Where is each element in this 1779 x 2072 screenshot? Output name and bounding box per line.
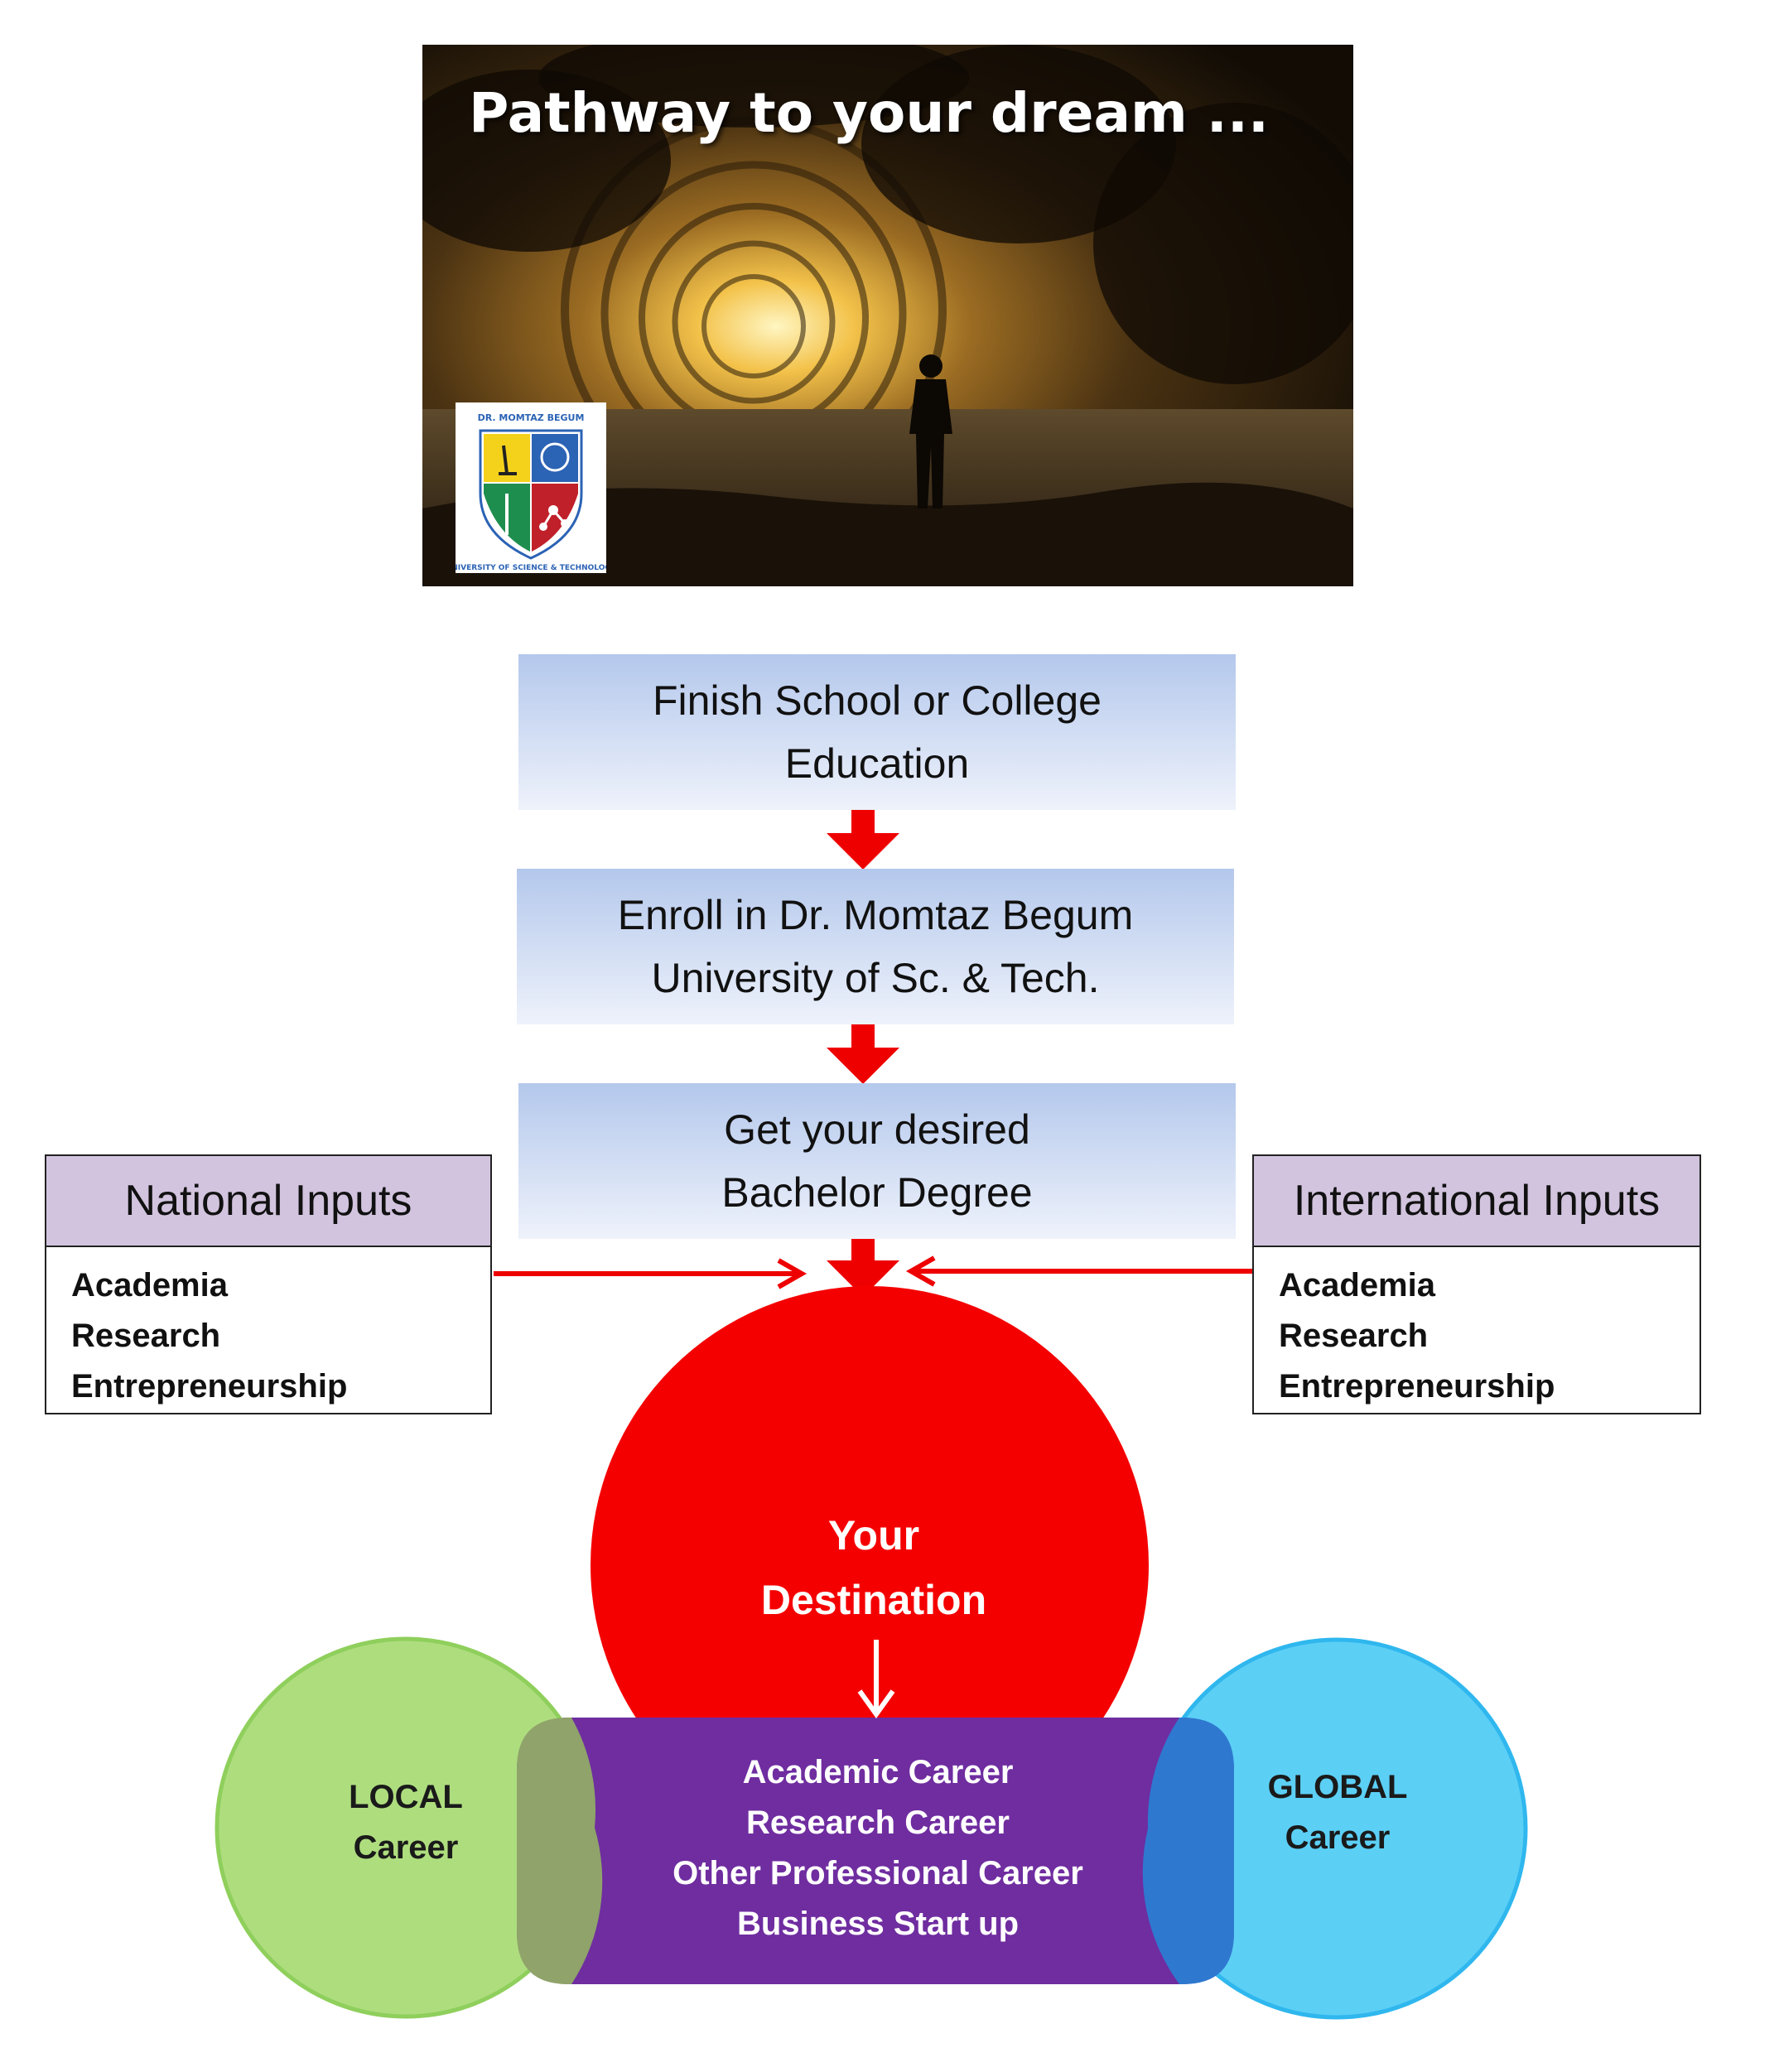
step-bachelor-degree: Get your desired Bachelor Degree (518, 1083, 1236, 1239)
list-item: Entrepreneurship (71, 1368, 348, 1405)
local-overlap (517, 1718, 603, 1984)
list-item: Academia (71, 1267, 228, 1303)
svg-text:UNIVERSITY OF SCIENCE & TECHNO: UNIVERSITY OF SCIENCE & TECHNOLOGY (456, 564, 606, 572)
destination-circle (591, 1286, 1149, 1844)
list-item: Entrepreneurship (1279, 1368, 1555, 1405)
step-2-line-2: University of Sc. & Tech. (651, 955, 1100, 1001)
global-line-1: GLOBAL (1267, 1769, 1408, 1805)
hero-image: Pathway to your dream ... DR. MOMTAZ BEG… (422, 45, 1353, 586)
local-career-label: LOCAL Career (315, 1772, 497, 1873)
hero-title: Pathway to your dream ... (469, 81, 1269, 145)
step-enroll: Enroll in Dr. Momtaz Begum University of… (517, 869, 1234, 1024)
national-input-arrow (494, 1258, 808, 1289)
atom-icon (532, 434, 578, 482)
international-inputs-title: International Inputs (1254, 1156, 1699, 1247)
step-finish-school: Finish School or College Education (518, 654, 1236, 810)
tunnel-scene-illustration (422, 45, 1353, 586)
global-career-label: GLOBAL Career (1242, 1762, 1433, 1863)
international-input-arrow (905, 1255, 1252, 1287)
destination-line-2: Destination (760, 1577, 987, 1623)
career-item: Research Career (746, 1805, 1010, 1841)
step-3-line-2: Bachelor Degree (721, 1169, 1033, 1216)
local-line-1: LOCAL (349, 1779, 463, 1815)
down-arrow-1 (827, 810, 899, 870)
national-inputs-box: National Inputs Academia Research Entrep… (45, 1154, 492, 1414)
career-item: Academic Career (742, 1754, 1014, 1790)
career-item: Business Start up (736, 1906, 1020, 1942)
global-line-2: Career (1285, 1819, 1391, 1856)
step-3-line-1: Get your desired (724, 1106, 1030, 1153)
list-item: Academia (1279, 1267, 1435, 1303)
careers-list: Academic Career Research Career Other Pr… (629, 1747, 1126, 1949)
careers-band (517, 1718, 1234, 1984)
down-arrow-2 (827, 1024, 899, 1084)
international-inputs-list: Academia Research Entrepreneurship (1254, 1247, 1699, 1412)
national-inputs-list: Academia Research Entrepreneurship (46, 1247, 490, 1412)
list-item: Research (71, 1318, 221, 1354)
career-item: Other Professional Career (673, 1855, 1083, 1891)
step-2-line-1: Enroll in Dr. Momtaz Begum (617, 892, 1134, 938)
molecule-icon (532, 484, 578, 552)
local-line-2: Career (353, 1829, 459, 1866)
destination-label: Your Destination (671, 1503, 1077, 1632)
global-overlap (1142, 1718, 1234, 1984)
university-logo: DR. MOMTAZ BEGUM UNIVERSITY OF SCIENCE &… (456, 402, 606, 573)
down-arrow-3 (827, 1239, 899, 1297)
svg-text:DR. MOMTAZ BEGUM: DR. MOMTAZ BEGUM (478, 412, 585, 423)
national-inputs-title: National Inputs (46, 1156, 490, 1247)
step-1-line-1: Finish School or College (653, 677, 1102, 724)
destination-down-arrow (857, 1640, 895, 1719)
list-item: Research (1279, 1318, 1429, 1354)
destination-line-1: Your (827, 1512, 920, 1559)
step-1-line-2: Education (784, 740, 970, 787)
international-inputs-box: International Inputs Academia Research E… (1252, 1154, 1701, 1414)
